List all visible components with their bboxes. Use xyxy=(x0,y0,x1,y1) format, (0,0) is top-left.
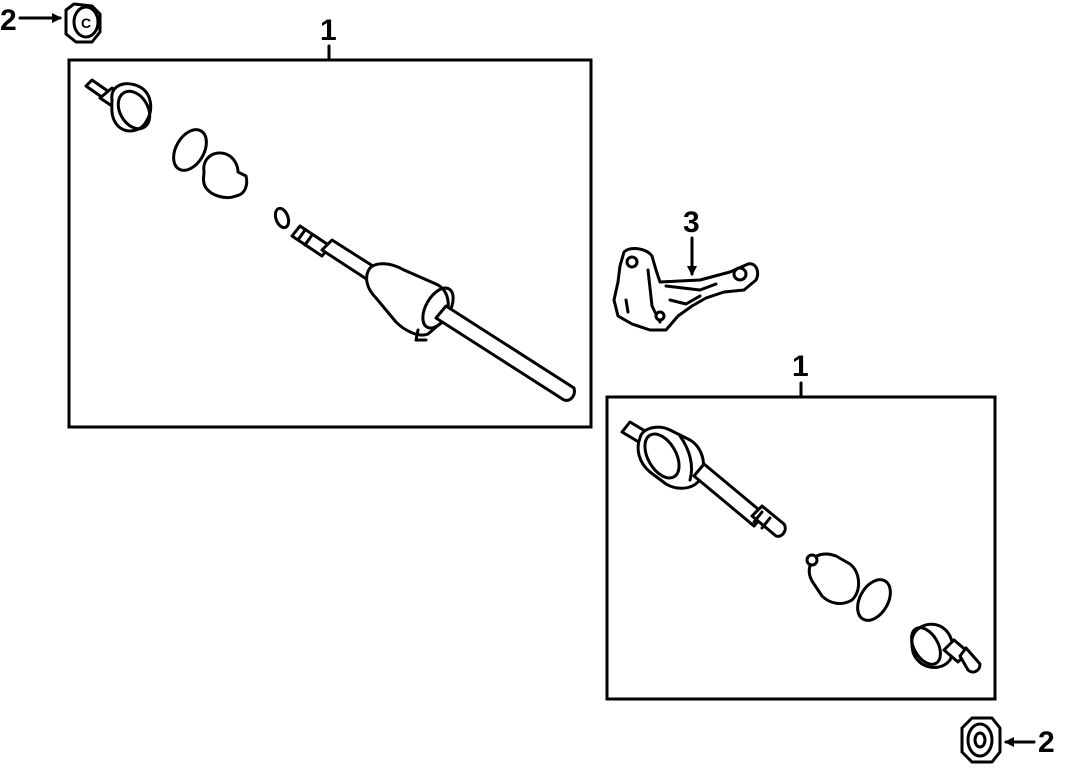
callout-1-left-box: 1 xyxy=(320,14,337,47)
callout-3-bracket: 3 xyxy=(683,206,700,239)
hub-nut-top: C xyxy=(18,2,102,44)
axle-assembly-right xyxy=(620,420,982,674)
nut-letter: C xyxy=(81,15,91,31)
hub-nut-bottom xyxy=(960,716,1036,764)
callout-2-top: 2 xyxy=(0,4,17,37)
box-axle-left xyxy=(67,58,593,429)
bearing-bracket xyxy=(612,236,760,332)
callout-1-right-box: 1 xyxy=(792,350,809,383)
box-axle-right xyxy=(605,395,997,701)
axle-assembly-left xyxy=(84,78,576,402)
callout-2-bottom: 2 xyxy=(1038,726,1055,759)
